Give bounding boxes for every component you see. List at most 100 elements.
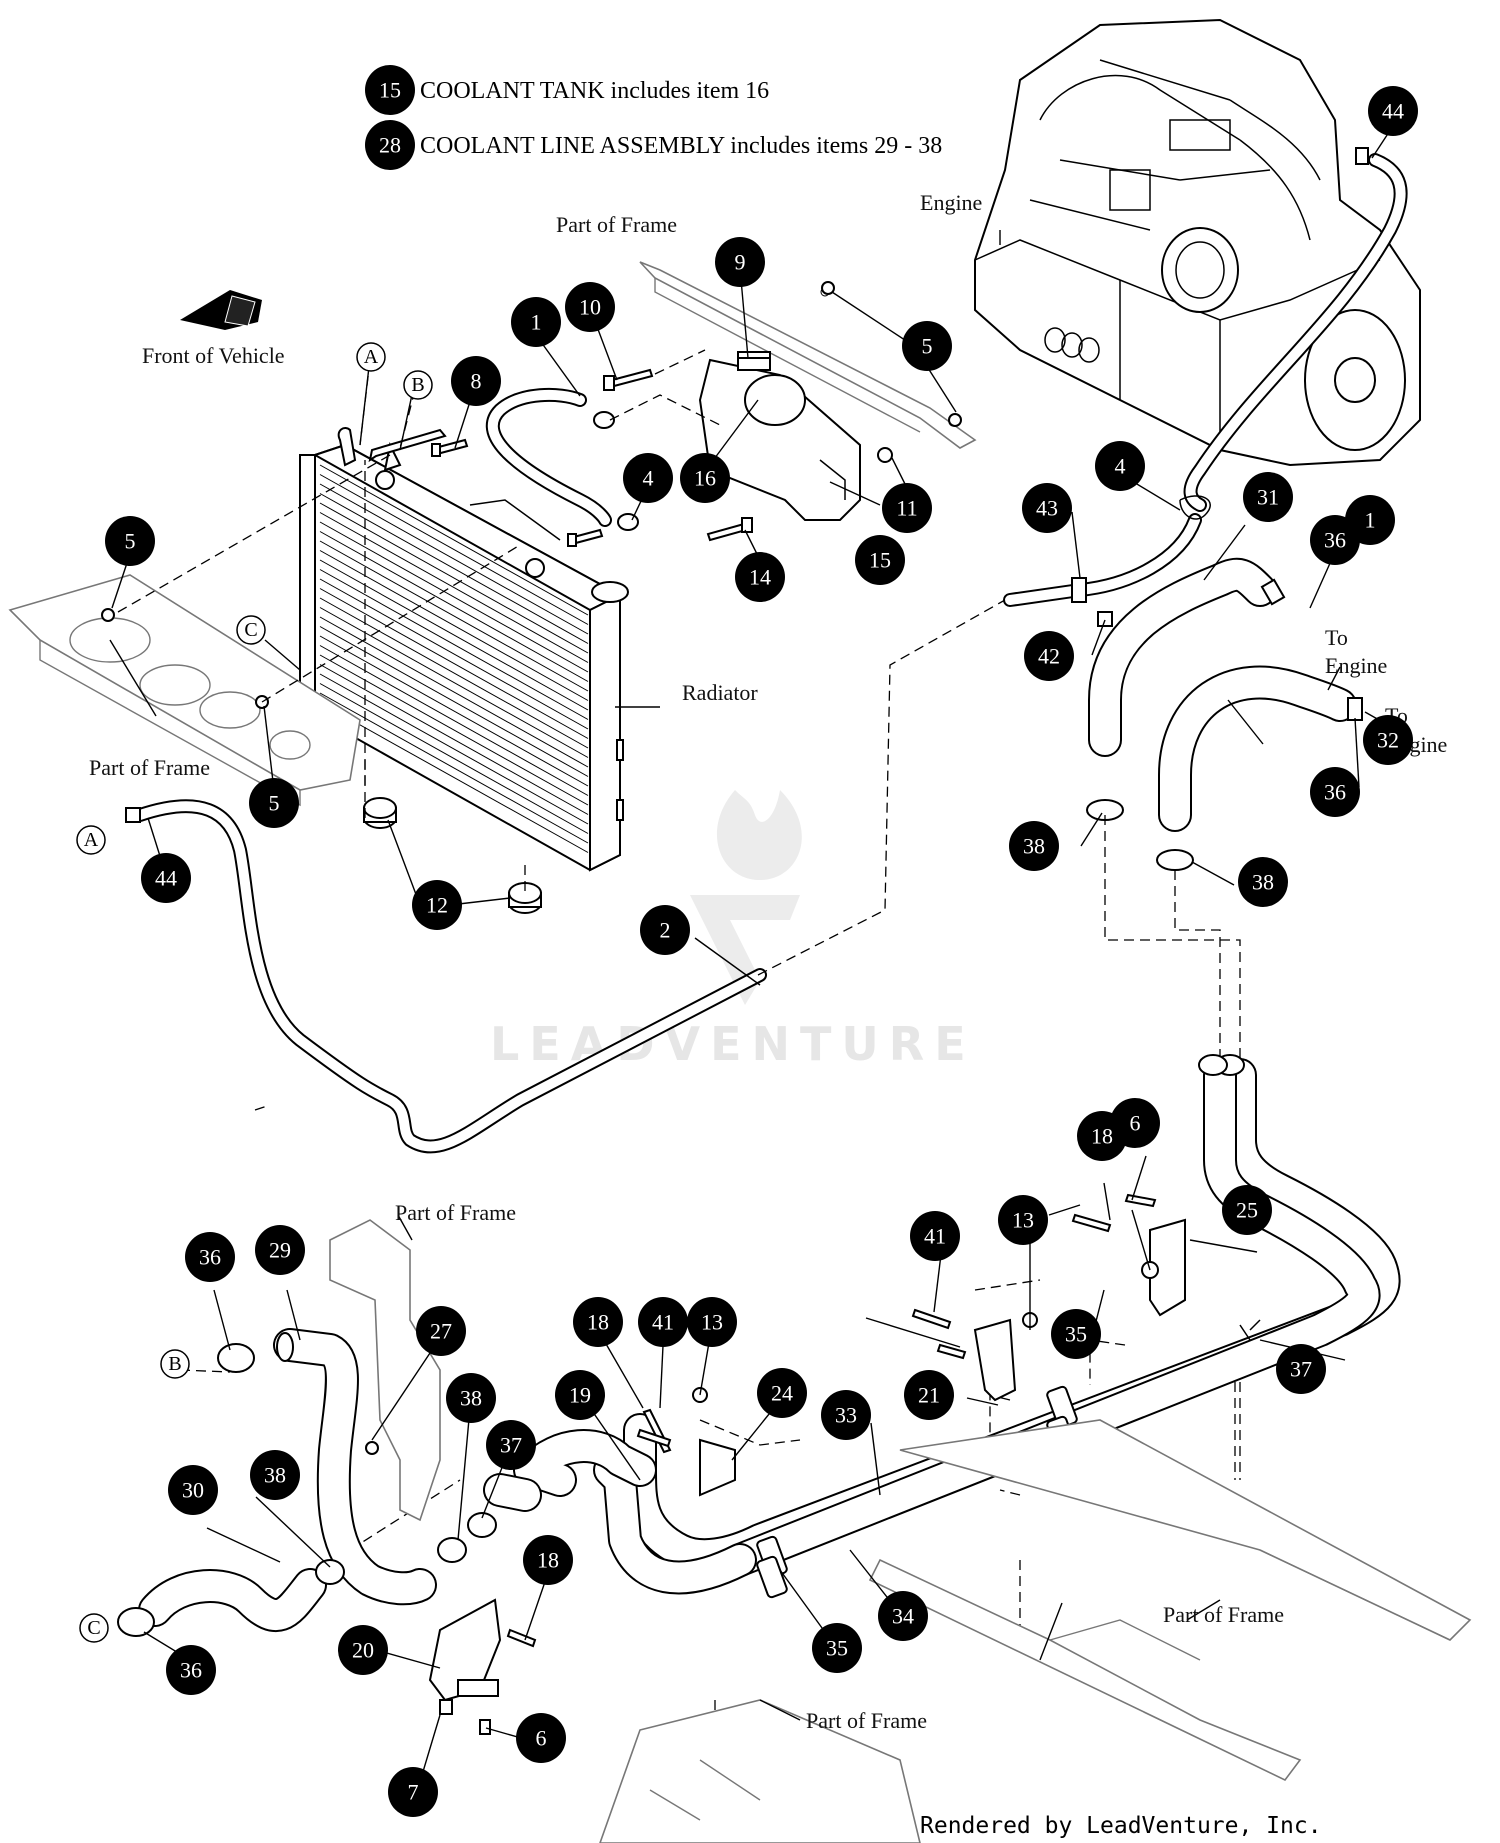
callout-number: 5 — [922, 334, 933, 359]
callout-number: 19 — [569, 1383, 591, 1408]
part-of-frame-label-left: Part of Frame — [89, 755, 210, 780]
letter-circle — [356, 342, 386, 372]
hose-2 — [125, 799, 767, 1154]
callout-36: 36 — [166, 1645, 216, 1695]
callout-bubble — [1024, 631, 1074, 681]
callout-number: 5 — [125, 529, 136, 554]
callout-38: 38 — [250, 1450, 300, 1500]
callout-number: 33 — [835, 1403, 857, 1428]
callout-bubble — [565, 282, 615, 332]
callout-number: 24 — [771, 1381, 793, 1406]
front-of-vehicle-label: Front of Vehicle — [142, 343, 285, 368]
callout-bubble — [1310, 767, 1360, 817]
callout-bubble — [1095, 441, 1145, 491]
legend-item-15: 15 COOLANT TANK includes item 16 — [365, 65, 769, 115]
letter-references: A A B B C C — [76, 342, 433, 1643]
watermark-text: LEADVENTURE — [490, 1017, 976, 1071]
letter-circle — [79, 1613, 109, 1643]
callout-number: 12 — [426, 893, 448, 918]
engine-illustration — [974, 18, 1421, 467]
to-engine-label-1: Engine — [1325, 653, 1387, 678]
callout-42: 42 — [1024, 631, 1074, 681]
callout-bubble — [640, 905, 690, 955]
callout-bubble — [416, 1306, 466, 1356]
callout-bubble — [757, 1368, 807, 1418]
callout-number: 13 — [1012, 1208, 1034, 1233]
hose-44-engine — [1183, 147, 1408, 512]
callout-18: 18 — [1077, 1111, 1127, 1161]
letter-circle — [76, 825, 106, 855]
letter-text: B — [168, 1353, 181, 1375]
left-frame-bracket — [8, 574, 361, 807]
callout-number: 21 — [918, 1383, 940, 1408]
callout-number: 18 — [587, 1310, 609, 1335]
letter-text: A — [84, 829, 99, 851]
callout-number: 37 — [1290, 1357, 1312, 1382]
legend-15-text: COOLANT TANK includes item 16 — [420, 78, 769, 104]
callout-4: 4 — [1095, 441, 1145, 491]
callout-number: 18 — [1091, 1124, 1113, 1149]
callout-number: 36 — [180, 1658, 202, 1683]
callout-18: 18 — [573, 1297, 623, 1347]
callout-27: 27 — [416, 1306, 466, 1356]
callout-10: 10 — [565, 282, 615, 332]
upper-frame-bracket — [639, 261, 977, 449]
callout-bubble — [638, 1297, 688, 1347]
callout-44: 44 — [141, 853, 191, 903]
legend-28-text: COOLANT LINE ASSEMBLY includes items 29 … — [420, 133, 942, 159]
letter-circle — [403, 370, 433, 400]
callout-bubble — [1363, 715, 1413, 765]
legend-item-28: 28 COOLANT LINE ASSEMBLY includes items … — [365, 120, 942, 170]
callout-24: 24 — [757, 1368, 807, 1418]
callout-bubble — [516, 1713, 566, 1763]
callout-bubble — [812, 1623, 862, 1673]
callout-bubble — [623, 453, 673, 503]
vehicle-frame-rails — [599, 1419, 1472, 1843]
callout-bubble — [855, 535, 905, 585]
part-of-frame-label-upper: Part of Frame — [556, 212, 677, 237]
callout-5: 5 — [902, 321, 952, 371]
callout-7: 7 — [388, 1767, 438, 1817]
letter-ref-c: C — [236, 615, 266, 645]
callout-bubble — [141, 853, 191, 903]
left-lower-frame — [329, 1219, 441, 1522]
callout-number: 36 — [1324, 780, 1346, 805]
callout-38: 38 — [1238, 857, 1288, 907]
callout-number: 20 — [352, 1638, 374, 1663]
letter-ref-c: C — [79, 1613, 109, 1643]
part-of-frame-label-right: Part of Frame — [1163, 1602, 1284, 1627]
callout-bubble — [105, 516, 155, 566]
letter-circle — [236, 615, 266, 645]
callout-36: 36 — [1310, 515, 1360, 565]
callout-1: 1 — [511, 297, 561, 347]
callout-number: 16 — [694, 466, 716, 491]
lower-clamps — [117, 1343, 497, 1637]
hose-32 — [1158, 665, 1363, 832]
callout-number: 6 — [536, 1726, 547, 1751]
callout-44: 44 — [1368, 86, 1418, 136]
callout-number: 41 — [652, 1310, 674, 1335]
callout-number: 31 — [1257, 485, 1279, 510]
letter-text: A — [364, 346, 379, 368]
callout-bubble — [555, 1370, 605, 1420]
radiator-bolts — [431, 438, 604, 547]
callout-number: 27 — [430, 1319, 452, 1344]
hose-31 — [1088, 557, 1286, 757]
grommets-12 — [363, 797, 542, 914]
hose-1 — [485, 387, 639, 531]
radiator — [299, 427, 629, 872]
coolant-tank-15 — [698, 351, 861, 521]
callout-bubble — [1051, 1309, 1101, 1359]
callout-6: 6 — [516, 1713, 566, 1763]
radiator-label: Radiator — [682, 680, 758, 705]
letter-ref-b: B — [403, 370, 433, 400]
callout-15: 15 — [855, 535, 905, 585]
callout-number: 32 — [1377, 728, 1399, 753]
callout-bubble — [573, 1297, 623, 1347]
callout-number: 38 — [1252, 870, 1274, 895]
callout-bubble — [910, 1211, 960, 1261]
callout-43: 43 — [1022, 483, 1072, 533]
callout-number: 1 — [1365, 508, 1376, 533]
